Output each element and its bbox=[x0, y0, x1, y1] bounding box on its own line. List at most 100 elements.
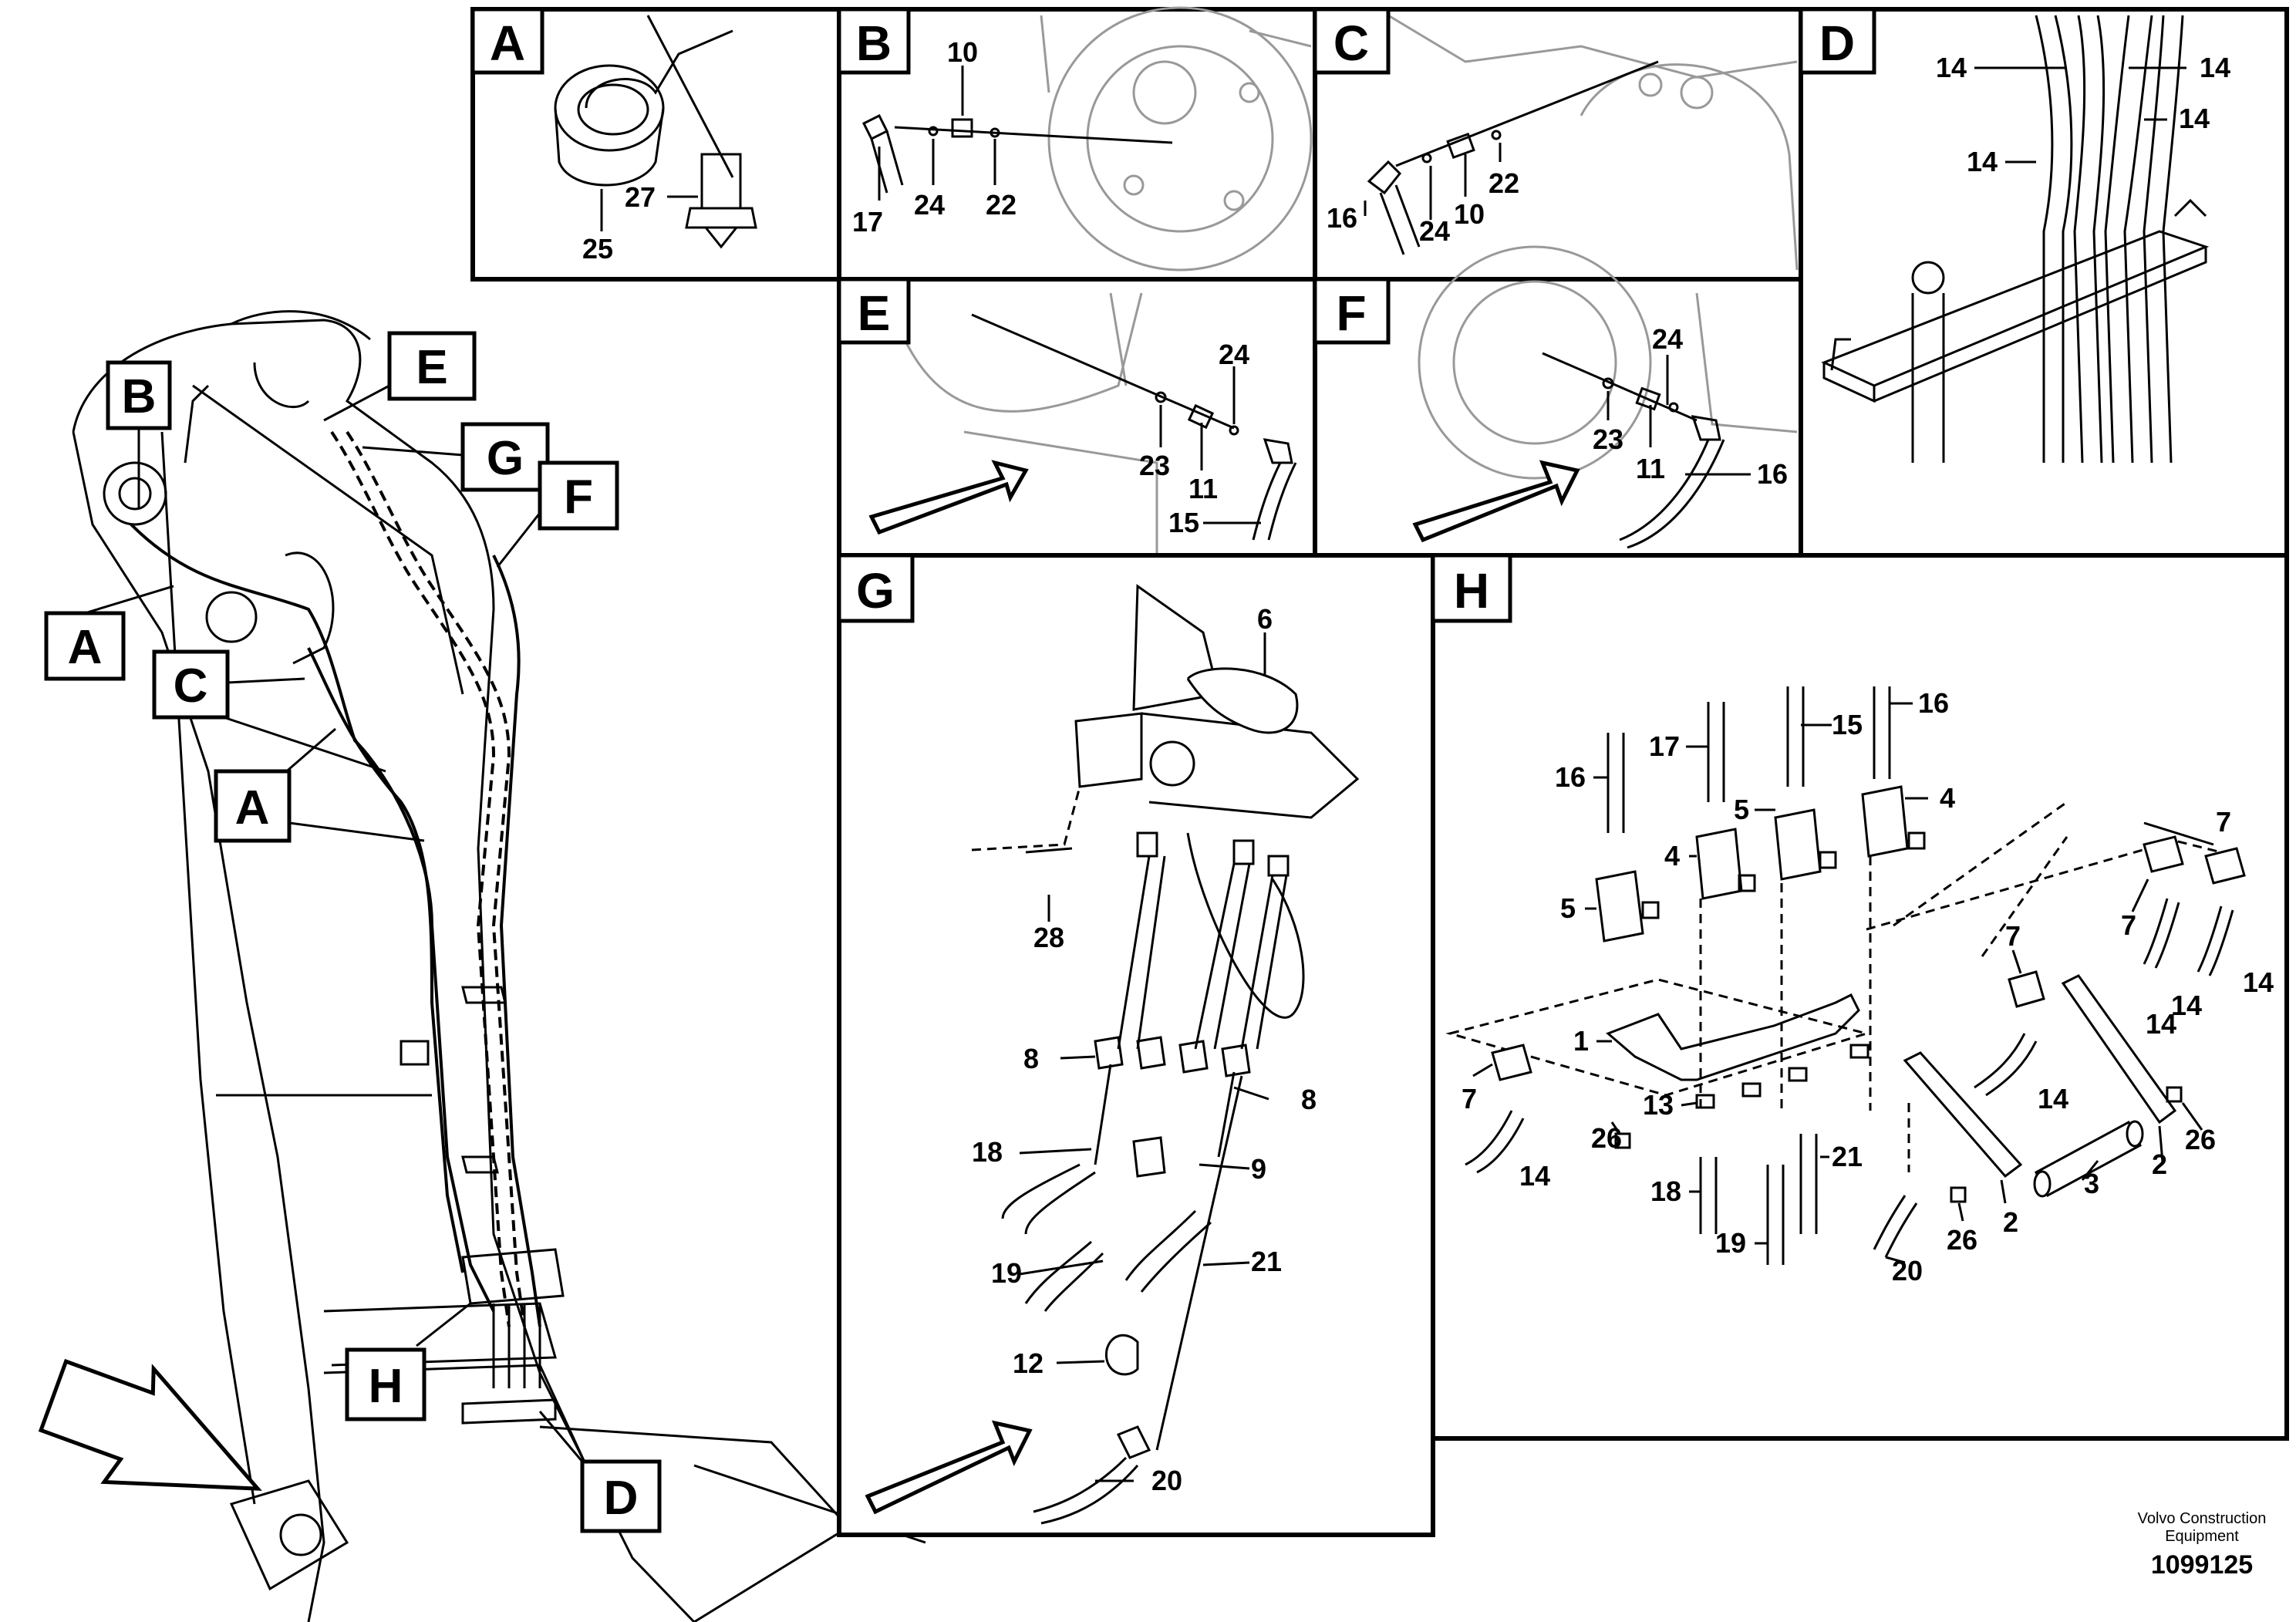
manifold-block-drawing bbox=[1821, 15, 2210, 464]
part-number-label: 16 bbox=[1918, 687, 1949, 719]
fitting-drawing bbox=[861, 113, 1173, 194]
part-number-label: 14 bbox=[2038, 1083, 2068, 1114]
part-number-label: 3 bbox=[2084, 1168, 2099, 1199]
overview-callout-label: E bbox=[416, 341, 447, 394]
overview-callout-label: B bbox=[122, 370, 157, 423]
part-number-label: 26 bbox=[1947, 1224, 1977, 1256]
part-number-label: 2 bbox=[2152, 1148, 2167, 1180]
part-number-label: 7 bbox=[2005, 920, 2021, 952]
part-number-label: 14 bbox=[2179, 103, 2210, 134]
overview-callout-label: H bbox=[369, 1360, 403, 1413]
part-number-label: 9 bbox=[1251, 1153, 1266, 1185]
part-number-label: 8 bbox=[1301, 1084, 1317, 1115]
part-number-label: 22 bbox=[986, 189, 1017, 221]
part-number-label: 5 bbox=[1560, 892, 1576, 924]
part-number-label: 20 bbox=[1151, 1465, 1182, 1496]
panel-A: A 25 27 bbox=[470, 7, 841, 282]
part-number-label: 2 bbox=[2003, 1206, 2018, 1238]
fitting-drawing bbox=[1542, 352, 1725, 549]
clamp-drawing bbox=[554, 15, 757, 249]
part-number-label: 15 bbox=[1832, 709, 1863, 740]
panel-F: F 24 23 11 16 bbox=[1313, 245, 1803, 558]
panel-letter: G bbox=[856, 563, 895, 619]
direction-arrow bbox=[868, 460, 1029, 535]
overview-callout-label: C bbox=[174, 659, 208, 713]
part-number-label: 11 bbox=[1188, 473, 1218, 504]
panel-letter: E bbox=[858, 285, 891, 341]
part-number-label: 10 bbox=[947, 36, 978, 68]
part-number-label: 24 bbox=[1219, 339, 1249, 370]
panel-D: D 14 14 14 14 bbox=[1799, 7, 2289, 558]
overview-callout-D: D bbox=[580, 1459, 662, 1533]
part-number-label: 7 bbox=[2216, 806, 2231, 838]
background-machine-detail bbox=[1418, 245, 1798, 480]
overview-callout-label: A bbox=[68, 621, 103, 674]
part-number-label: 7 bbox=[2121, 909, 2136, 941]
panel-letter: A bbox=[490, 15, 525, 71]
part-number-label: 24 bbox=[1419, 215, 1450, 247]
overview-callout-B: B bbox=[106, 360, 172, 430]
overview-callout-E: E bbox=[387, 331, 477, 401]
part-number-label: 5 bbox=[1734, 794, 1749, 825]
part-number-label: 14 bbox=[2171, 990, 2202, 1021]
part-number-label: 18 bbox=[972, 1136, 1003, 1168]
part-number-label: 24 bbox=[1652, 323, 1683, 355]
part-number-label: 22 bbox=[1489, 167, 1519, 199]
part-number-label: 14 bbox=[1519, 1160, 1550, 1192]
panel-letter: H bbox=[1454, 563, 1489, 619]
direction-arrow bbox=[38, 1358, 262, 1491]
overview-callout-label: F bbox=[564, 470, 593, 524]
part-number-label: 25 bbox=[582, 233, 613, 265]
background-machine-detail bbox=[1040, 6, 1313, 271]
part-number-label: 14 bbox=[2146, 1008, 2176, 1040]
valve-assembly-drawing bbox=[1445, 686, 2246, 1265]
panel-E: E 24 23 11 15 bbox=[837, 277, 1317, 558]
part-number-label: 7 bbox=[1462, 1083, 1477, 1114]
part-number-label: 28 bbox=[1033, 922, 1064, 953]
fitting-drawing bbox=[971, 313, 1297, 541]
part-number-label: 26 bbox=[2185, 1124, 2216, 1155]
overview-callout-label: G bbox=[487, 432, 524, 485]
part-number-label: 21 bbox=[1832, 1141, 1863, 1172]
part-number-label: 20 bbox=[1892, 1255, 1923, 1286]
publisher-name-line2: Equipment bbox=[2165, 1528, 2239, 1545]
overview-callout-label: D bbox=[604, 1472, 639, 1525]
panel-letter: D bbox=[1819, 15, 1855, 71]
direction-arrow bbox=[865, 1420, 1033, 1515]
overview-callout-G: G bbox=[460, 422, 550, 492]
publisher-name-line1: Volvo Construction bbox=[2138, 1510, 2267, 1527]
part-number-label: 18 bbox=[1650, 1175, 1681, 1207]
part-number-label: 12 bbox=[1013, 1347, 1043, 1379]
part-number-label: 10 bbox=[1454, 198, 1485, 230]
panel-C: C 16 24 10 22 bbox=[1313, 7, 1803, 282]
part-number-label: 15 bbox=[1168, 507, 1199, 538]
part-number-label: 6 bbox=[1257, 603, 1273, 635]
panel-letter: B bbox=[856, 15, 892, 71]
panel-letter: C bbox=[1333, 15, 1369, 71]
part-number-label: 16 bbox=[1555, 761, 1586, 793]
part-number-label: 14 bbox=[2243, 966, 2274, 998]
part-number-label: 23 bbox=[1139, 450, 1170, 481]
part-number-label: 24 bbox=[914, 189, 945, 221]
part-number-label: 4 bbox=[1940, 782, 1955, 814]
part-number-label: 16 bbox=[1327, 202, 1357, 234]
part-number-label: 8 bbox=[1023, 1043, 1039, 1074]
overview-callout-F: F bbox=[538, 460, 619, 531]
part-number-label: 4 bbox=[1664, 840, 1680, 872]
overview-leader-lines bbox=[84, 384, 584, 1462]
part-number-label: 23 bbox=[1593, 423, 1623, 455]
part-number-label: 26 bbox=[1591, 1122, 1622, 1154]
panel-G: G bbox=[837, 553, 1435, 1537]
part-number-label: 27 bbox=[625, 181, 656, 213]
drawing-number: 1099125 bbox=[2151, 1550, 2253, 1580]
part-number-label: 21 bbox=[1251, 1246, 1282, 1277]
part-number-label: 17 bbox=[1649, 730, 1680, 762]
part-number-label: 11 bbox=[1636, 453, 1665, 484]
panel-B: B 10 17 24 22 bbox=[837, 6, 1317, 282]
publisher-block: Volvo Construction Equipment 1099125 bbox=[2138, 1510, 2267, 1580]
overview-callout-label: A bbox=[235, 781, 270, 835]
fitting-drawing bbox=[1367, 60, 1659, 255]
part-number-label: 19 bbox=[991, 1257, 1022, 1289]
part-number-label: 16 bbox=[1757, 458, 1788, 490]
